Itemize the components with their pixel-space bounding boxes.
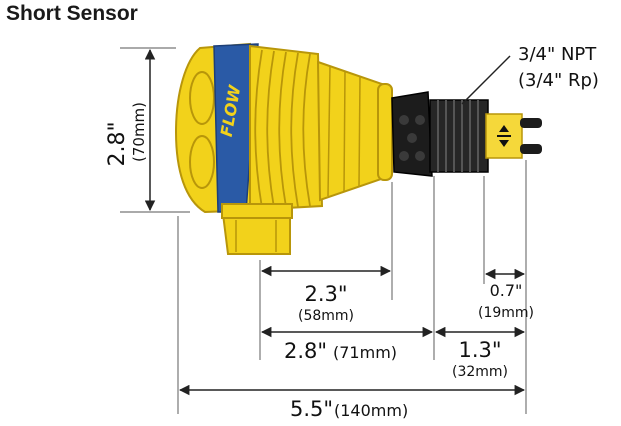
to-thread-main: 2.8" <box>284 339 327 363</box>
height-sub: (70mm) <box>130 102 148 162</box>
cap-window-top <box>189 71 215 125</box>
cap-window-bottom <box>189 135 215 189</box>
overall-main: 5.5" <box>290 397 333 421</box>
page-title: Short Sensor <box>6 2 138 25</box>
extension-lines <box>120 47 527 414</box>
thread-label-line1: 3/4" NPT <box>518 44 597 65</box>
dimension-lines <box>144 48 526 396</box>
tip-length-main: 0.7" <box>490 281 523 300</box>
sensor-illustration: FLOW <box>174 42 542 255</box>
height-main: 2.8" <box>105 121 130 166</box>
thread-label-line2: (3/4" Rp) <box>518 70 599 91</box>
body-length-main: 2.3" <box>304 282 347 306</box>
overall-sub: (140mm) <box>334 401 408 420</box>
body-ribs <box>254 49 311 209</box>
flow-direction-icon <box>497 125 511 147</box>
tip-length-sub: (19mm) <box>478 305 534 321</box>
thread-leader-line <box>461 55 511 105</box>
to-thread-sub: (71mm) <box>333 343 397 362</box>
height-dimension-label: 2.8" (70mm) <box>105 102 148 167</box>
thread-to-tip-main: 1.3" <box>458 338 501 362</box>
thread-to-tip-sub: (32mm) <box>452 364 508 380</box>
sensor-body <box>249 44 324 212</box>
sensor-collar <box>377 83 393 181</box>
body-length-sub: (58mm) <box>298 308 354 324</box>
